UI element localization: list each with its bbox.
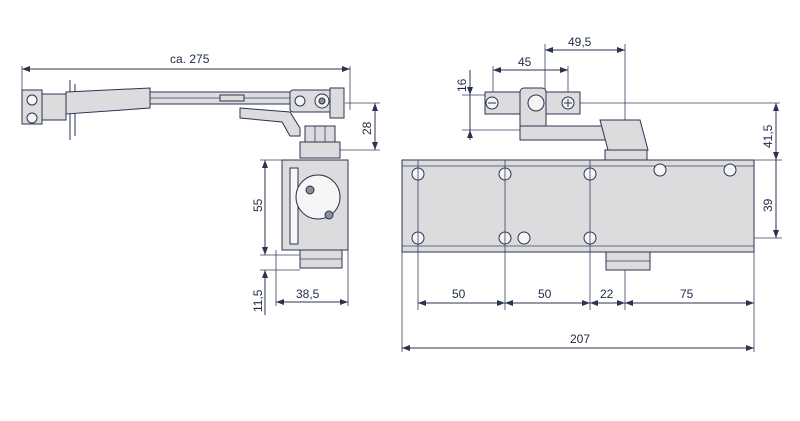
hole — [723, 163, 737, 177]
arrow — [746, 300, 754, 306]
arm-to-spindle — [599, 119, 649, 151]
arrow — [276, 299, 284, 305]
arrow — [262, 160, 268, 168]
arrow — [372, 142, 378, 150]
screw — [26, 94, 38, 106]
arrow — [340, 299, 348, 305]
arrow — [617, 300, 625, 306]
hole — [653, 163, 667, 177]
dim-body-width-side: 38,5 — [296, 287, 320, 301]
side-view: ca. 275 28 — [21, 52, 380, 315]
arrow — [560, 67, 568, 73]
arrow — [372, 103, 378, 111]
spindle-front — [604, 149, 648, 161]
dim-total-height: 41,5 — [761, 124, 775, 148]
arrow — [773, 230, 779, 238]
arrow — [625, 300, 633, 306]
elbow-pivot-center — [318, 97, 326, 105]
arrow — [582, 300, 590, 306]
dim-overall-arm: ca. 275 — [170, 52, 210, 66]
arrow — [262, 270, 268, 278]
arrow — [467, 87, 473, 95]
cap-hole — [305, 185, 315, 195]
arrow — [418, 300, 426, 306]
arm-adjust — [219, 94, 245, 102]
closer-body-front — [401, 159, 755, 253]
body-cap — [295, 174, 341, 220]
arrow — [342, 66, 350, 72]
arrow — [497, 300, 505, 306]
dim-hole-spacing-3: 22 — [600, 287, 614, 301]
arm-upper-tapered — [65, 87, 151, 115]
dim-bottom-offset: 11,5 — [251, 289, 265, 312]
arrow — [467, 130, 473, 138]
elbow-pin — [294, 95, 306, 107]
body-edge — [289, 167, 299, 245]
cap-hole — [324, 210, 334, 220]
dim-hole-spacing-1: 50 — [452, 287, 466, 301]
arrow — [773, 152, 779, 160]
dim-body-height-side: 55 — [251, 198, 265, 212]
arrow — [493, 67, 501, 73]
dim-bracket-height: 16 — [455, 78, 469, 92]
arm-clamp — [41, 93, 67, 121]
arrow — [617, 47, 625, 53]
arrow — [590, 300, 598, 306]
dim-body-height-front: 39 — [761, 198, 775, 212]
arrow — [545, 47, 553, 53]
screw — [26, 112, 38, 124]
dim-hole-spacing-2: 50 — [538, 287, 552, 301]
hole — [517, 231, 531, 245]
spindle-collar — [299, 141, 341, 159]
arrow — [402, 345, 410, 351]
arrow — [773, 103, 779, 111]
dim-hole-spacing-4: 75 — [680, 287, 694, 301]
dim-bracket-offset-a: 49,5 — [568, 35, 592, 49]
arrow — [505, 300, 513, 306]
dim-bracket-offset-b: 45 — [518, 55, 532, 69]
arm-lower — [239, 107, 301, 137]
spindle-nut — [304, 125, 336, 143]
front-view: 49,5 45 16 — [401, 35, 782, 352]
arrow — [262, 247, 268, 255]
arrow — [746, 345, 754, 351]
elbow-cap — [329, 87, 345, 119]
dim-arm-height: 28 — [360, 121, 374, 135]
clamp-pivot — [527, 94, 545, 112]
dim-total-length: 207 — [570, 332, 590, 346]
arrow — [22, 66, 30, 72]
